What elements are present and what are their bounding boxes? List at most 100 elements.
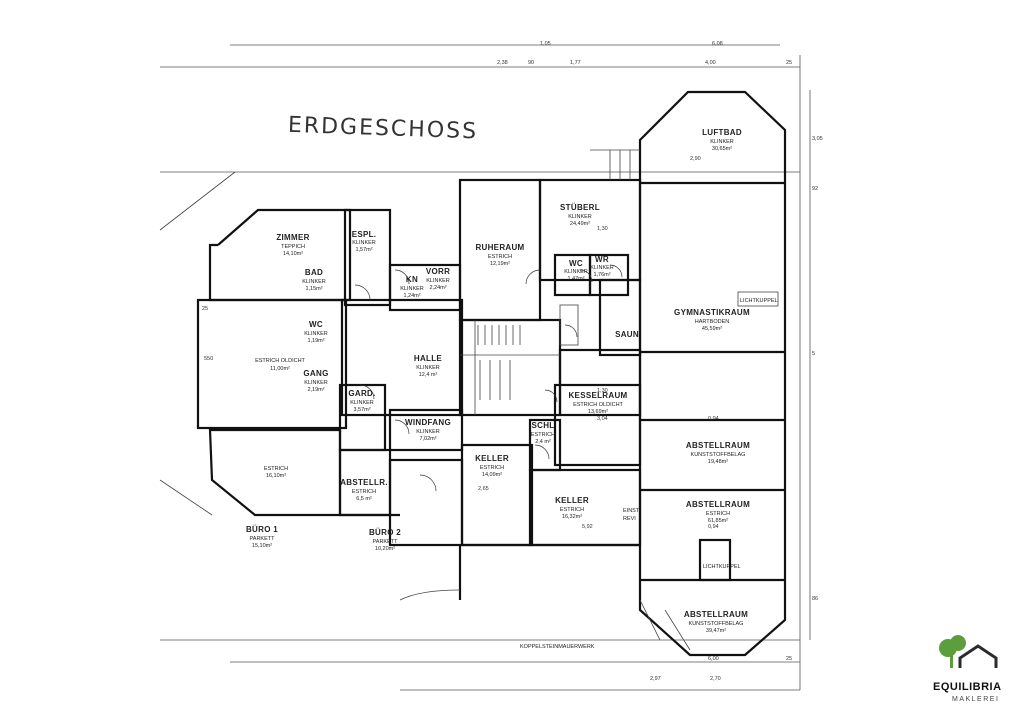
room-area: 6,5 m² [356, 496, 372, 502]
room-name: WC [569, 259, 583, 268]
room-area: 10,20m² [375, 546, 395, 552]
room-floor: ESTRICH [560, 507, 584, 513]
room-name: BÜRO 2 [369, 528, 401, 537]
room-name: BAD [305, 268, 323, 277]
room-name: WINDFANG [405, 418, 451, 427]
room-area: 61,85m² [708, 518, 728, 524]
room-area: 2,19m² [307, 387, 324, 393]
room-floor: KLINKER [400, 286, 424, 292]
room-estrich-oldicht: ESTRICH OLDICHT 11,00m² [255, 358, 305, 372]
room-name: KELLER [555, 496, 589, 505]
room-name: ABSTELLR. [340, 478, 388, 487]
dim-top-1: 2,38 [497, 60, 508, 66]
room-floor: KLINKER [416, 429, 440, 435]
room-name: KN [406, 275, 418, 284]
room-area: 16,10m² [266, 473, 286, 479]
room-floor: KLINKER [590, 265, 614, 271]
room-area: 1,47m² [567, 276, 584, 282]
room-name: ESPL. [352, 230, 377, 239]
room-name: SAUN [615, 330, 639, 339]
room-floor: PARKETT [250, 536, 276, 542]
door-swings [354, 264, 623, 492]
room-area: 2,24m² [429, 285, 446, 291]
room-floor: KLINKER [564, 269, 588, 275]
dim-bottom-2: 2,70 [710, 676, 721, 682]
room-floor: ESTRICH [480, 465, 504, 471]
dim-right-2: 92 [812, 186, 818, 192]
room-floor: ESTRICH OLDICHT [573, 402, 623, 408]
reference-lines [160, 44, 811, 691]
room-area: 13,69m² [588, 409, 608, 415]
room-area: 1,19m² [307, 338, 324, 344]
room-floor: PARKETT [373, 539, 399, 545]
dim-misc-1: 2,90 [690, 156, 701, 162]
room-name: RUHERAUM [475, 243, 524, 252]
room-area: 16,32m² [562, 514, 582, 520]
room-floor: ESTRICH [352, 489, 376, 495]
room-area: 11,00m² [270, 366, 290, 372]
dimension-labels: 2,38 90 1,77 4,00 1,05 6,08 25 3,05 92 5… [202, 41, 823, 682]
room-floor: ESTRICH [264, 466, 288, 472]
room-area: 14,09m² [482, 472, 502, 478]
room-name: STÜBERL [560, 203, 600, 212]
company-logo: EQUILIBRIA MAKLEREI [933, 635, 1001, 703]
walls [196, 90, 787, 657]
dim-top-3: 1,77 [570, 60, 581, 66]
dim-left-1: 25 [202, 306, 208, 312]
room-floor: HARTBODEN [695, 319, 729, 325]
dim-misc-7: 2,65 [478, 486, 489, 492]
room-area: 1,57m² [355, 247, 372, 253]
room-name: HALLE [414, 354, 443, 363]
room-area: 24,49m² [570, 221, 590, 227]
room-floor: KLINKER [304, 380, 328, 386]
room-area: 19,48m² [708, 459, 728, 465]
dim-top-6: 6,08 [712, 41, 723, 47]
dim-bottom-3: 6,00 [708, 656, 719, 662]
room-name: LUFTBAD [702, 128, 742, 137]
skylight-label: LICHTKUPPEL [740, 298, 778, 304]
dim-right-4: 86 [812, 596, 818, 602]
dim-misc-5: 1,30 [597, 388, 608, 394]
masonry-label: KOPPELSTEINMAUERWERK [520, 644, 595, 650]
room-saun: SAUN [615, 330, 639, 339]
dim-misc-2: 0,94 [708, 416, 719, 422]
room-name: GYMNASTIKRAUM [674, 308, 750, 317]
room-area: 39,47m² [706, 628, 726, 634]
dim-left-2: 550 [204, 356, 213, 362]
room-name: KESSELRAUM [568, 391, 627, 400]
room-name: ABSTELLRAUM [686, 500, 750, 509]
house-icon [958, 644, 998, 668]
room-floor: KUNSTSTOFFBELAG [689, 621, 744, 627]
room-name: WC [309, 320, 323, 329]
room-area: 1,24m² [403, 293, 420, 299]
room-name: WR [595, 255, 609, 264]
room-floor: ESTRICH [706, 511, 730, 517]
dim-right-3: 5 [812, 351, 815, 357]
plan-title: ERDGESCHOSS [287, 113, 478, 145]
dim-misc-3: 0,94 [708, 524, 719, 530]
room-name: ZIMMER [276, 233, 309, 242]
room-floor: ESTRICH OLDICHT [255, 358, 305, 364]
room-name: GARD. [348, 389, 375, 398]
room-area: 14,10m² [283, 251, 303, 257]
